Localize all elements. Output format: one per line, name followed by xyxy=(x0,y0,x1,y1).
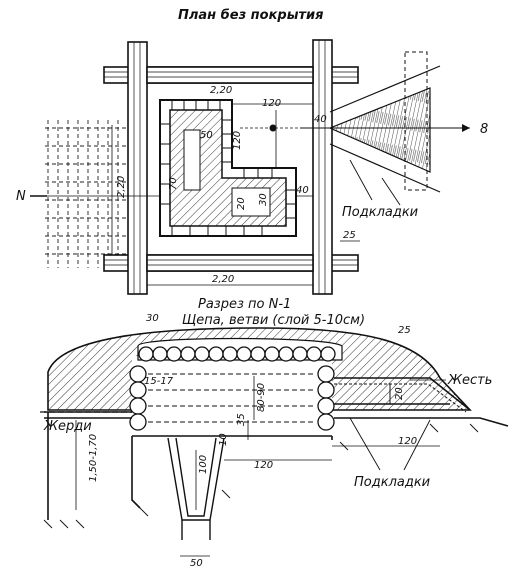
plan-dim-70: 70 xyxy=(168,177,179,190)
plan-dim-220-vert: 2,20 xyxy=(116,176,127,198)
section-dim-25: 25 xyxy=(398,325,411,336)
plan-dim-30: 30 xyxy=(258,193,269,206)
section-podkladki-label: Подкладки xyxy=(354,475,430,490)
section-dim-120-right: 120 xyxy=(398,436,417,447)
plan-dim-20: 20 xyxy=(236,197,247,210)
plan-dim-120-side: 120 xyxy=(232,131,243,150)
section-dim-15-17: 15-17 xyxy=(144,376,174,387)
section-dim-20: 20 xyxy=(394,387,405,400)
section-dim-100: 100 xyxy=(198,455,209,474)
section-dim-35: 35 xyxy=(236,413,247,426)
section-dim-80-90: 80-90 xyxy=(256,383,267,412)
wall-logs-left xyxy=(129,365,147,431)
plan-podkladki-label: Подкладки xyxy=(342,205,418,220)
ceiling-logs xyxy=(138,346,336,362)
label-zherdi: Жерди xyxy=(43,419,92,434)
plan-dim-40-small: 40 xyxy=(314,114,327,125)
label-zhest: Жесть xyxy=(447,373,492,388)
entrance-shaft xyxy=(300,51,470,193)
section-view: Разрез по N-1 Щепа, ветви (слой 5-10см) … xyxy=(40,297,509,569)
section-dim-30: 30 xyxy=(146,313,159,324)
plan-dim-25: 25 xyxy=(343,230,356,241)
section-dim-120: 120 xyxy=(254,460,273,471)
drain-pit xyxy=(167,437,225,540)
plan-dim-120-top: 120 xyxy=(262,98,281,109)
plan-dim-50: 50 xyxy=(200,130,213,141)
plan-dim-220-bottom: 2,20 xyxy=(212,274,234,285)
section-dim-50: 50 xyxy=(190,558,203,569)
wall-logs-right xyxy=(317,365,335,431)
post-left xyxy=(127,41,148,295)
section-note: Щепа, ветви (слой 5-10см) xyxy=(182,313,365,328)
plan-view: План без покрытия xyxy=(16,8,488,295)
section-dim-150-170: 1,50-1,70 xyxy=(88,434,99,482)
plan-dim-220-top: 2,20 xyxy=(210,85,232,96)
section-title: Разрез по N-1 xyxy=(198,297,291,312)
entrance-section xyxy=(334,377,471,413)
section-dim-10: 10 xyxy=(218,433,229,446)
section-marker-b: 8 xyxy=(480,122,488,137)
section-marker-n: N xyxy=(16,189,26,204)
plan-dim-40-right: 40 xyxy=(296,185,309,196)
plan-title: План без покрытия xyxy=(178,8,323,23)
post-right xyxy=(312,39,333,295)
grid-area xyxy=(45,120,128,268)
